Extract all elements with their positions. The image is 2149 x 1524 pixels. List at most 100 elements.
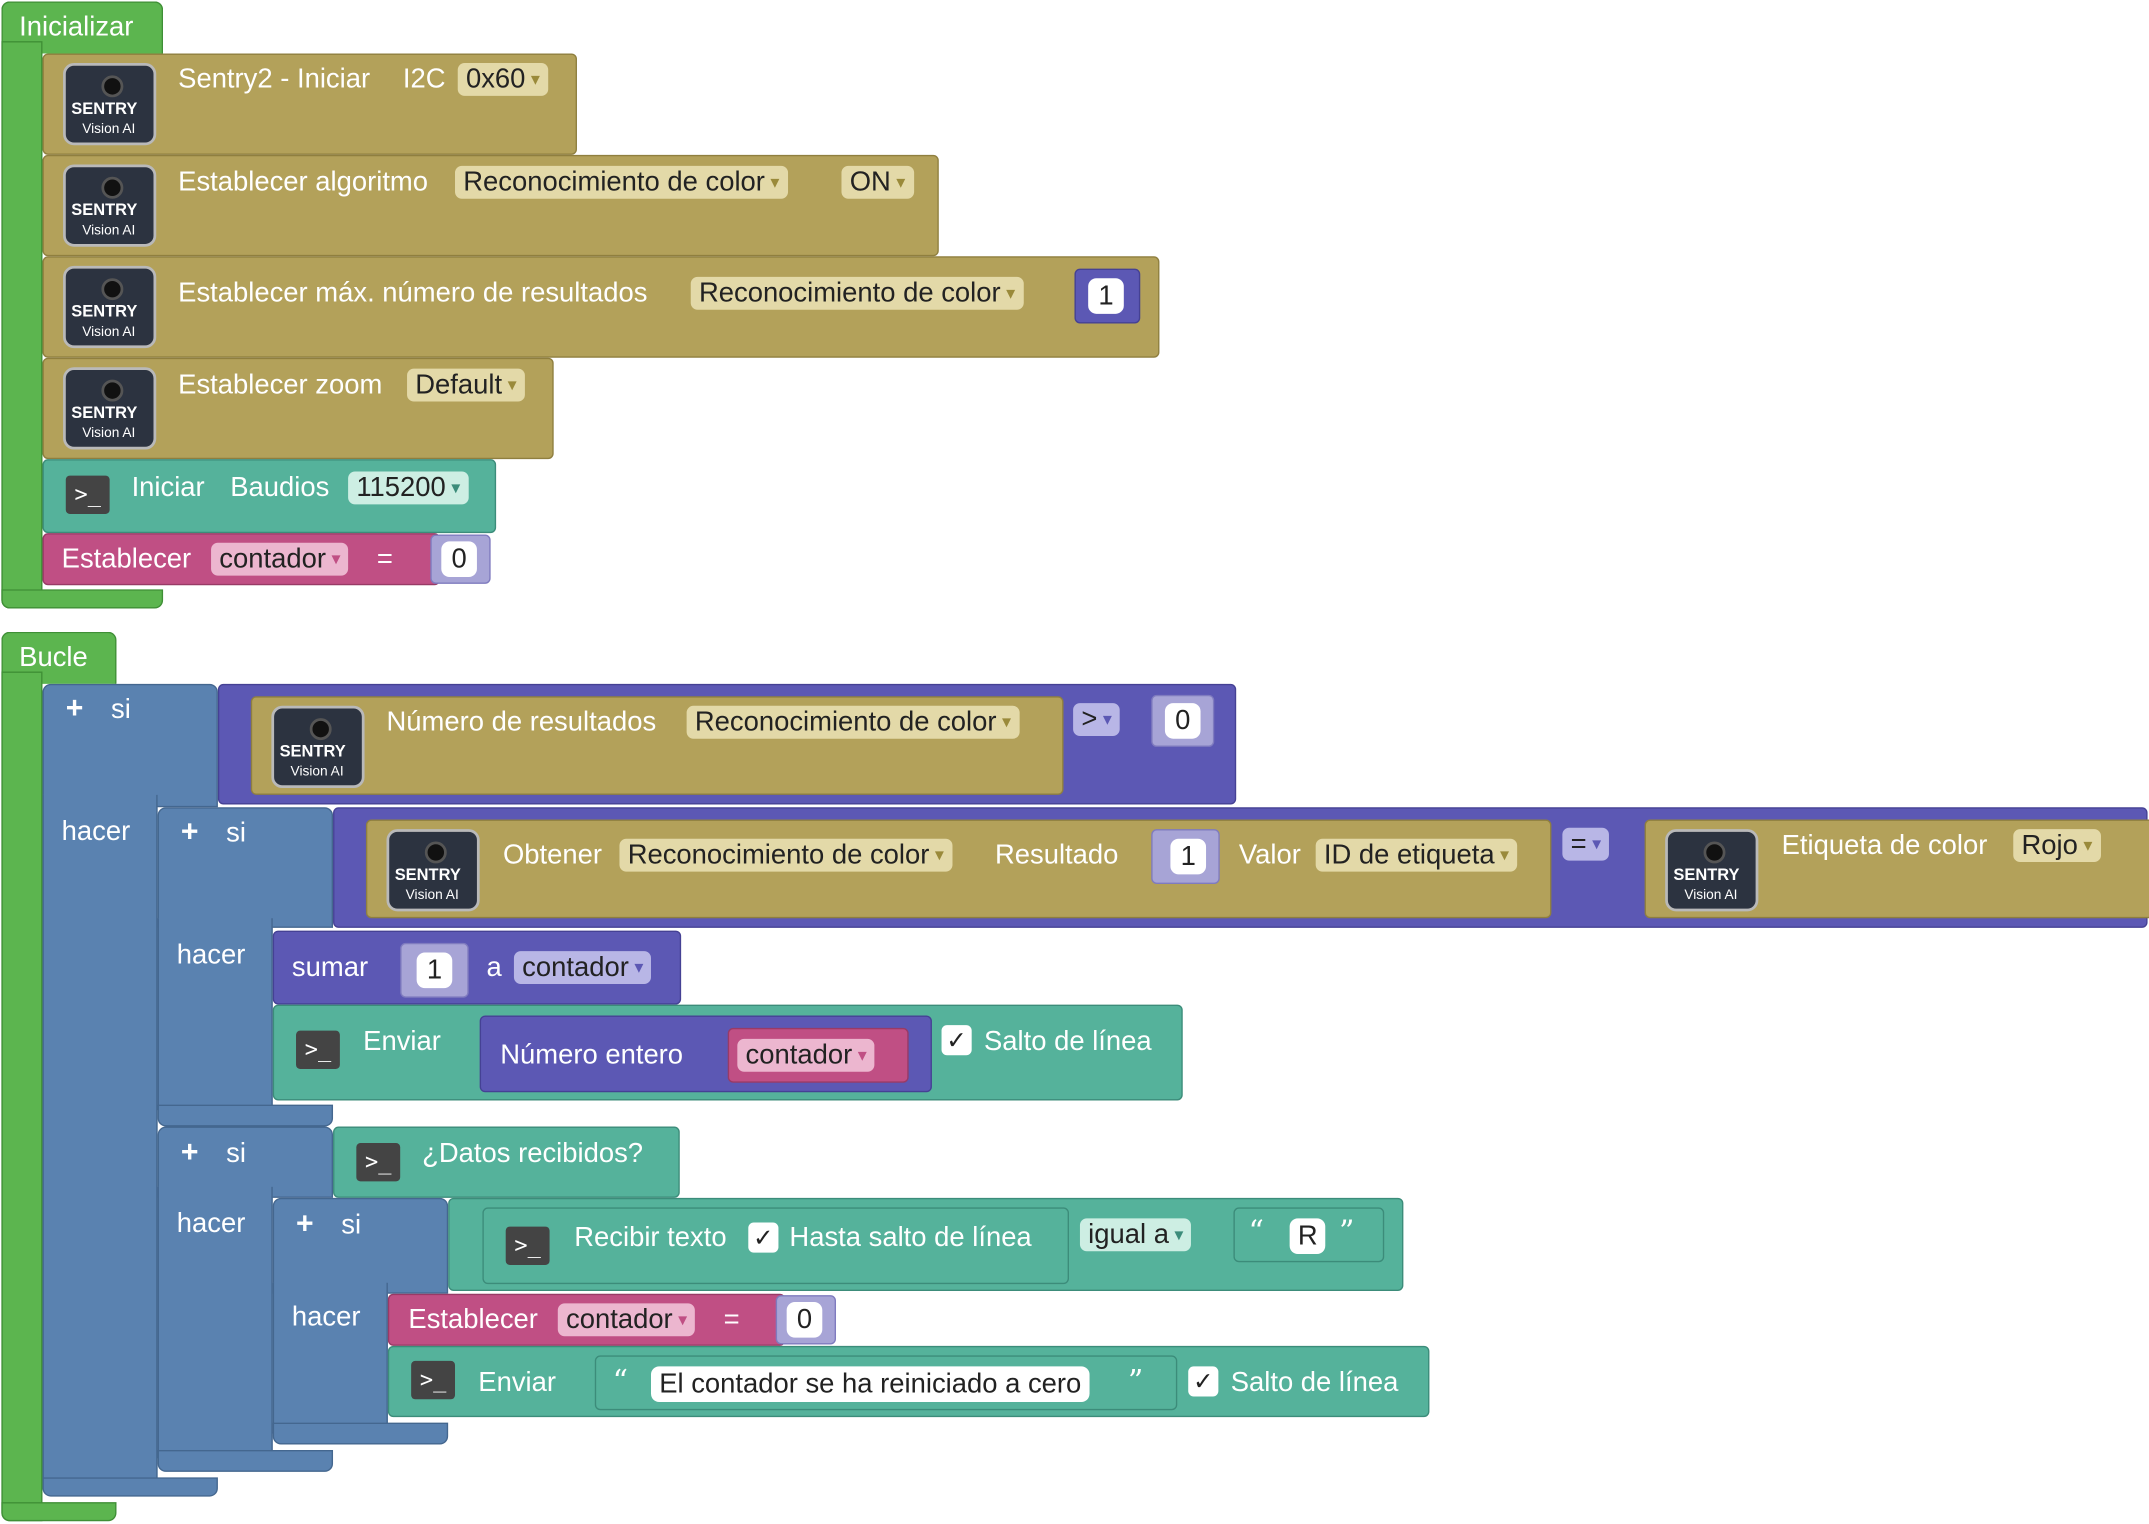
variable-dropdown[interactable]: contador▾ <box>211 542 349 576</box>
string-compare-block[interactable]: >_ Recibir texto ✓ Hasta salto de línea … <box>448 1197 1404 1292</box>
baud-dropdown[interactable]: 115200▾ <box>348 471 469 505</box>
max-value-field[interactable]: 1 <box>1088 278 1124 314</box>
text-block[interactable]: “ R ” <box>1233 1207 1385 1263</box>
get-label: Obtener <box>502 840 603 871</box>
plus-icon[interactable]: + <box>180 814 199 849</box>
result-label: Resultado <box>994 840 1119 871</box>
variable-dropdown[interactable]: contador▾ <box>737 1038 875 1072</box>
close-quote-icon: ” <box>1338 1215 1355 1250</box>
operator-dropdown[interactable]: >▾ <box>1073 703 1120 736</box>
if-label: si <box>111 694 131 725</box>
operator-dropdown[interactable]: =▾ <box>1562 827 1610 861</box>
a-label: a <box>486 952 502 983</box>
if-block-inner3-foot <box>272 1422 449 1445</box>
if-block-outer-foot <box>42 1477 218 1497</box>
data-available-label: ¿Datos recibidos? <box>422 1138 644 1170</box>
sentry2-icon: SENTRY2Vision AI <box>271 705 365 789</box>
set-variable-block[interactable]: Establecer contador▾ = <box>42 533 440 586</box>
chevron-down-icon: ▾ <box>896 171 906 192</box>
algorithm-dropdown[interactable]: Reconocimiento de color▾ <box>686 705 1020 739</box>
close-quote-icon: ” <box>1127 1365 1144 1400</box>
data-available-block[interactable]: >_ ¿Datos recibidos? <box>333 1126 680 1198</box>
algorithm-dropdown[interactable]: Reconocimiento de color▾ <box>455 165 788 199</box>
chevron-down-icon: ▾ <box>2083 834 2093 856</box>
address-dropdown[interactable]: 0x60▾ <box>457 63 549 96</box>
equals-label: = <box>376 544 393 575</box>
set-zoom-block[interactable]: SENTRY2Vision AI Establecer zoom Default… <box>42 357 554 460</box>
loop-hat-label: Bucle <box>19 642 88 673</box>
num-results-block[interactable]: SENTRY2Vision AI Número de resultados Re… <box>250 696 1064 795</box>
number-field[interactable]: 0 <box>441 541 477 577</box>
integer-block[interactable]: Número entero contador▾ <box>479 1015 932 1093</box>
terminal-icon: >_ <box>296 1030 340 1069</box>
chevron-down-icon: ▾ <box>1002 711 1011 732</box>
chevron-down-icon: ▾ <box>1592 833 1602 854</box>
terminal-icon: >_ <box>505 1226 550 1265</box>
color-tag-label: Etiqueta de color <box>1781 830 1988 861</box>
set-algorithm-label: Establecer algoritmo <box>178 167 429 198</box>
set-zoom-label: Establecer zoom <box>178 370 383 401</box>
if-block-inner3-arm <box>272 1282 388 1434</box>
if-block-inner2[interactable] <box>157 1126 334 1198</box>
state-dropdown[interactable]: ON▾ <box>841 165 914 199</box>
number-field[interactable]: 0 <box>1164 703 1201 739</box>
get-result-block[interactable]: SENTRY2Vision AI Obtener Reconocimiento … <box>365 819 1552 919</box>
read-string-block[interactable]: >_ Recibir texto ✓ Hasta salto de línea <box>482 1207 1069 1285</box>
checkbox-newline[interactable]: ✓ <box>941 1025 972 1056</box>
do-label: hacer <box>176 940 246 971</box>
loop-hat-foot <box>1 1502 117 1522</box>
zoom-dropdown[interactable]: Default▾ <box>407 368 525 402</box>
if-block-outer[interactable] <box>42 683 218 808</box>
color-tag-block[interactable]: SENTRY2Vision AI Etiqueta de color Rojo▾ <box>1644 819 2149 919</box>
if-label: si <box>226 818 246 849</box>
variable-dropdown[interactable]: contador▾ <box>557 1303 696 1337</box>
algorithm-dropdown[interactable]: Reconocimiento de color▾ <box>690 276 1024 310</box>
print-block[interactable]: >_ Enviar Número entero contador▾ ✓ Salt… <box>272 1004 1183 1101</box>
sentry-begin-block[interactable]: SENTRY2Vision AI Sentry2 - Iniciar I2C 0… <box>42 53 577 155</box>
change-variable-block[interactable]: sumar 1 a contador▾ <box>272 930 682 1005</box>
variable-dropdown[interactable]: contador▾ <box>513 951 652 985</box>
set-variable-label: Establecer <box>61 544 192 575</box>
open-quote-icon: “ <box>612 1365 629 1400</box>
set-algorithm-block[interactable]: SENTRY2Vision AI Establecer algoritmo Re… <box>42 154 939 257</box>
set-max-results-block[interactable]: SENTRY2Vision AI Establecer máx. número … <box>42 256 1160 358</box>
terminal-icon: >_ <box>411 1360 456 1400</box>
chevron-down-icon: ▾ <box>678 1308 688 1330</box>
plus-icon[interactable]: + <box>65 690 84 725</box>
chevron-down-icon: ▾ <box>634 956 644 978</box>
string-op-dropdown[interactable]: igual a▾ <box>1079 1218 1192 1252</box>
do-label: hacer <box>176 1208 246 1239</box>
number-field[interactable]: 0 <box>786 1301 823 1338</box>
chevron-down-icon: ▾ <box>1006 282 1016 303</box>
number-field[interactable]: 1 <box>1170 838 1207 875</box>
text-block[interactable]: “ El contador se ha reiniciado a cero ” <box>594 1355 1178 1411</box>
checkbox-until-newline[interactable]: ✓ <box>748 1222 779 1253</box>
set-max-label: Establecer máx. número de resultados <box>178 278 648 309</box>
checkbox-newline[interactable]: ✓ <box>1188 1366 1219 1397</box>
if-block-inner1-foot <box>157 1104 334 1127</box>
open-quote-icon: “ <box>1248 1215 1264 1250</box>
sentry2-icon: SENTRY2Vision AI <box>1665 829 1759 912</box>
print-text-block[interactable]: >_ Enviar “ El contador se ha reiniciado… <box>387 1345 1430 1418</box>
algorithm-dropdown[interactable]: Reconocimiento de color▾ <box>619 838 953 872</box>
text-field[interactable]: R <box>1289 1218 1326 1255</box>
terminal-icon: >_ <box>65 475 110 514</box>
color-tag-dropdown[interactable]: Rojo▾ <box>2013 829 2101 863</box>
variable-get-block[interactable]: contador▾ <box>727 1027 909 1083</box>
terminal-icon: >_ <box>356 1142 401 1182</box>
serial-begin-block[interactable]: >_ Iniciar Baudios 115200▾ <box>42 459 497 534</box>
if-block-inner2-arm <box>157 1186 273 1459</box>
chevron-down-icon: ▾ <box>331 548 341 569</box>
set-variable-block[interactable]: Establecer contador▾ = <box>387 1293 786 1346</box>
number-field[interactable]: 1 <box>416 952 453 989</box>
plus-icon[interactable]: + <box>296 1206 314 1241</box>
value-dropdown[interactable]: ID de etiqueta▾ <box>1315 838 1518 872</box>
plus-icon[interactable]: + <box>180 1134 199 1170</box>
init-hat-body <box>1 41 43 609</box>
text-field[interactable]: El contador se ha reiniciado a cero <box>650 1366 1090 1403</box>
if-block-inner1-arm <box>157 918 273 1111</box>
value-label: Valor <box>1238 840 1301 871</box>
set-variable-label: Establecer <box>408 1304 538 1335</box>
sentry-begin-label: Sentry2 - Iniciar <box>178 64 371 95</box>
